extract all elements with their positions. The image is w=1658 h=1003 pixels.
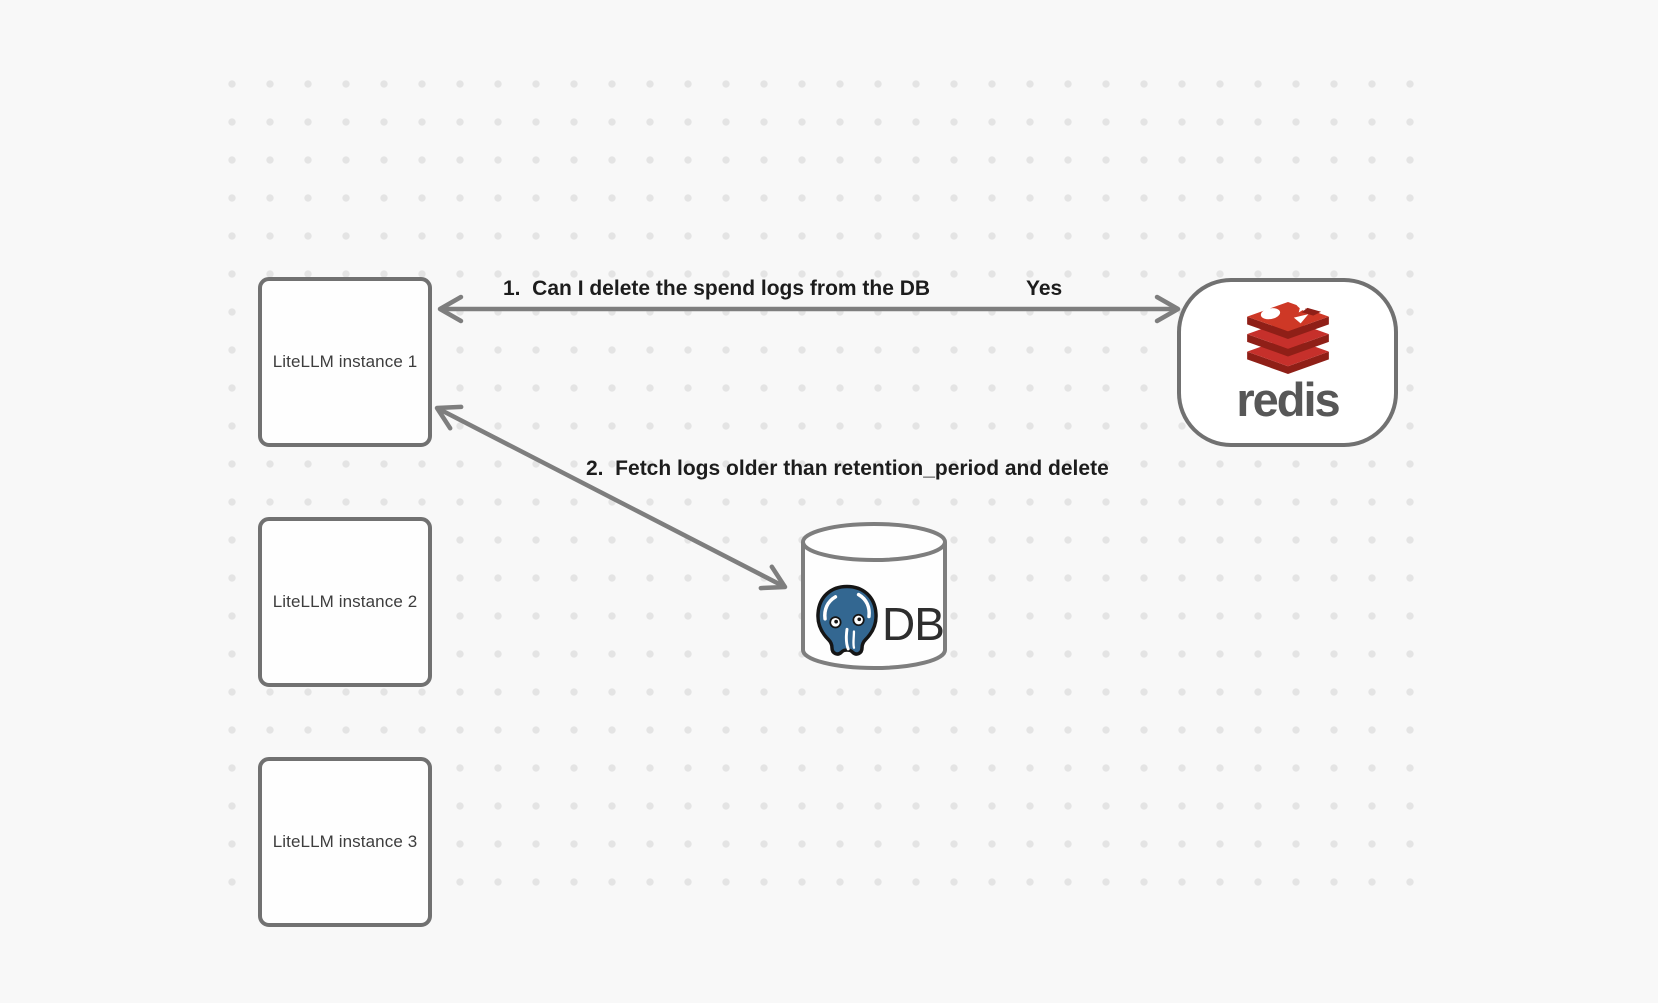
edge1-response-label[interactable]: Yes [1026, 277, 1063, 300]
node-litellm-instance-2[interactable]: LiteLLM instance 2 [258, 517, 432, 687]
redis-wordmark: redis [1236, 373, 1340, 426]
node-litellm-instance-1[interactable]: LiteLLM instance 1 [258, 277, 432, 447]
node-litellm-instance-2-label: LiteLLM instance 2 [272, 592, 418, 611]
edge-instance1-db[interactable] [434, 404, 788, 591]
node-litellm-instance-3[interactable]: LiteLLM instance 3 [258, 757, 432, 927]
postgresql-elephant-icon [816, 584, 878, 656]
node-litellm-instance-1-label: LiteLLM instance 1 [272, 352, 418, 371]
db-node-content: DB [798, 521, 950, 671]
node-db[interactable]: DB [798, 521, 950, 671]
db-node-label: DB [882, 598, 945, 650]
node-litellm-instance-3-label: LiteLLM instance 3 [272, 832, 418, 851]
redis-cube-stack-icon [1246, 302, 1329, 374]
node-redis[interactable]: redis [1177, 278, 1398, 447]
edge1-label[interactable]: 1. Can I delete the spend logs from the … [503, 277, 931, 300]
edge2-label[interactable]: 2. Fetch logs older than retention_perio… [586, 457, 1109, 480]
